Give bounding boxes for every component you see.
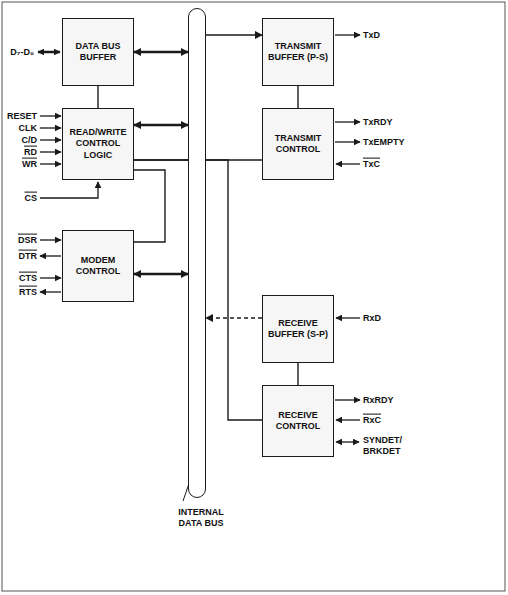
buffer-box: TRANSMIT BUFFER (P-S) xyxy=(262,18,334,86)
dsr-wire xyxy=(40,239,61,240)
buffer-box: DATA BUS BUFFER xyxy=(62,18,134,86)
signal-pin-name: TxRDY xyxy=(363,117,393,128)
cts-wire xyxy=(40,277,61,278)
rxrdy-wire xyxy=(335,399,360,400)
signal-pin-name: C/D xyxy=(22,135,38,146)
signal-pin-name: D₇-D₀ xyxy=(10,47,34,58)
control-line xyxy=(97,86,98,108)
bus-label: INTERNAL DATA BUS xyxy=(167,505,235,532)
clk-wire xyxy=(40,127,61,128)
signal-pin-name: SYNDET/ BRKDET xyxy=(363,435,419,457)
data-bus: INTERNAL DATA BUS xyxy=(188,8,206,498)
control-box: TRANSMIT CONTROL xyxy=(262,108,334,180)
control-box: READ/WRITE CONTROL LOGIC xyxy=(62,108,134,180)
txc-wire xyxy=(336,163,360,164)
signal-pin-name: RESET xyxy=(7,111,37,122)
rxc-wire xyxy=(336,419,360,420)
data-arrow xyxy=(206,317,262,318)
signal-pin-name: RxRDY xyxy=(363,395,394,406)
rd-wire xyxy=(40,151,61,152)
control-box: RECEIVE CONTROL xyxy=(262,385,334,457)
signal-pin-name: DSR xyxy=(18,235,37,246)
block-title: READ/WRITE CONTROL LOGIC xyxy=(63,125,133,163)
bus-transfer-arrow xyxy=(134,51,188,54)
signal-pin-name: RxD xyxy=(363,313,381,324)
signal-pin-name: DTR xyxy=(19,251,38,262)
dtr-wire xyxy=(40,255,61,256)
control-line xyxy=(134,170,165,242)
signal-pin-name: RTS xyxy=(19,287,37,298)
signal-pin-name: TxC xyxy=(363,159,380,170)
block-title: DATA BUS BUFFER xyxy=(63,39,133,66)
block-title: RECEIVE CONTROL xyxy=(263,408,333,435)
signal-pin-name: RD xyxy=(24,147,37,158)
signal-pin-name: RxC xyxy=(363,415,381,426)
block-title: TRANSMIT CONTROL xyxy=(263,131,333,158)
txempty-wire xyxy=(335,141,360,142)
signal-pin-name: TxEMPTY xyxy=(363,137,405,148)
block-title: RECEIVE BUFFER (S-P) xyxy=(263,316,333,343)
block-title: TRANSMIT BUFFER (P-S) xyxy=(263,39,333,66)
buffer-box: RECEIVE BUFFER (S-P) xyxy=(262,295,334,363)
control-line xyxy=(297,363,298,385)
wr-wire xyxy=(40,163,61,164)
control-line xyxy=(297,86,298,108)
txrdy-wire xyxy=(335,121,360,122)
data-arrow xyxy=(206,34,262,35)
rxd-wire xyxy=(336,317,360,318)
data-bus-pins xyxy=(38,51,60,54)
cs-wire xyxy=(40,182,98,198)
signal-pin-name: CLK xyxy=(19,123,38,134)
bus-transfer-arrow xyxy=(134,124,188,127)
signal-pin-name: CTS xyxy=(19,273,37,284)
txd-wire xyxy=(335,34,360,35)
cd-wire xyxy=(40,139,61,140)
control-box: MODEM CONTROL xyxy=(62,230,134,302)
bus-transfer-arrow xyxy=(134,273,188,276)
signal-pin-name: CS xyxy=(24,193,37,204)
rts-wire xyxy=(40,291,61,292)
signal-pin-name: WR xyxy=(22,159,37,170)
block-title: MODEM CONTROL xyxy=(63,253,133,280)
syndet-wire xyxy=(336,441,359,442)
signal-pin-name: TxD xyxy=(363,30,380,41)
reset-wire xyxy=(40,115,61,116)
